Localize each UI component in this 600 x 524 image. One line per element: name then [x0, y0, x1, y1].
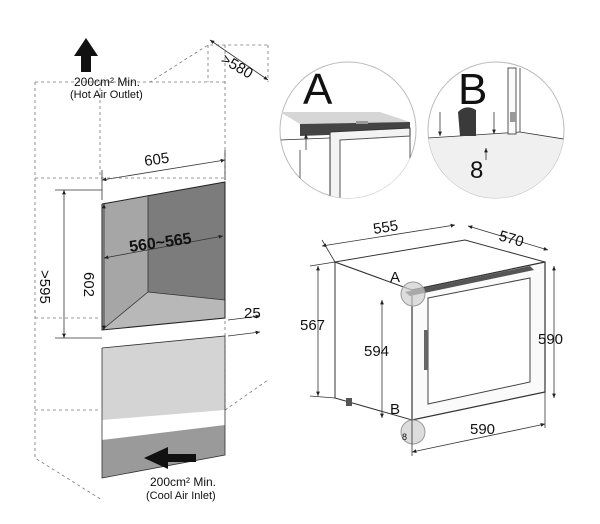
bottom-gap-label: 25 — [244, 305, 261, 322]
bottom-gap-dimension — [227, 314, 261, 337]
hot-air-outlet-arrow — [74, 38, 98, 72]
cool-air-inlet-arrow — [144, 447, 196, 469]
marker-b-label: B — [390, 401, 400, 418]
marker-a-label: A — [390, 269, 400, 286]
detail-b-letter: B — [458, 65, 487, 114]
depth-dimension — [209, 39, 269, 81]
marker-a-circle — [400, 281, 426, 307]
width-label: 605 — [143, 150, 170, 170]
appliance-depth-label: 570 — [497, 228, 526, 251]
appliance-door-width-label: 590 — [470, 421, 495, 438]
detail-b-gap-label: 8 — [470, 157, 483, 184]
depth-label: >580 — [218, 51, 256, 83]
appliance-door-height-label: 594 — [364, 343, 389, 360]
appliance-drawing: A B 8 555 570 567 594 590 590 — [300, 217, 563, 456]
appliance-niche — [101, 181, 226, 331]
detail-b: B 8 — [427, 61, 565, 199]
cabinet-drawing: 200cm² Min. (Hot Air Outlet) >580 605 60… — [34, 38, 269, 502]
width-dimension — [101, 150, 226, 200]
appliance-total-height-label: 590 — [538, 331, 563, 348]
cool-air-caption-line2: (Cool Air Inlet) — [146, 490, 216, 502]
hot-air-caption-line2: (Hot Air Outlet) — [70, 89, 143, 101]
hot-air-caption-line1: 200cm² Min. — [74, 75, 140, 89]
niche-height-label: 602 — [80, 272, 97, 297]
niche-width-dimension — [103, 234, 224, 260]
min-height-dimension — [55, 189, 102, 339]
detail-a: A — [279, 61, 417, 199]
appliance-body-height-label: 567 — [300, 317, 325, 334]
cool-air-caption-line1: 200cm² Min. — [150, 475, 216, 489]
appliance-width-label: 555 — [372, 217, 399, 238]
marker-b-gap-label: 8 — [402, 432, 407, 442]
min-height-label: >595 — [36, 270, 53, 304]
detail-a-letter: A — [303, 65, 333, 114]
